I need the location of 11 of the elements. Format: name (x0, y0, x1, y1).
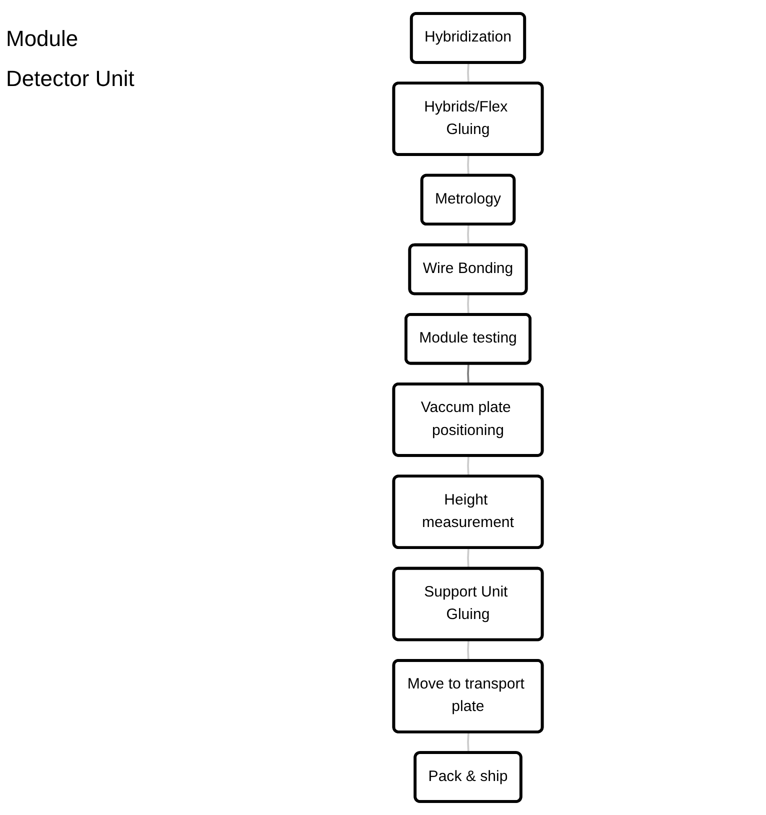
connector (467, 294, 470, 315)
connector (467, 155, 470, 176)
connector (467, 364, 470, 384)
connector (467, 732, 470, 754)
connector (467, 224, 470, 246)
connector (467, 456, 470, 477)
column-heading: Module (6, 26, 80, 52)
connector (467, 62, 470, 84)
column-heading: Detector Unit (6, 66, 136, 92)
connector (467, 548, 470, 569)
connector (467, 640, 470, 661)
